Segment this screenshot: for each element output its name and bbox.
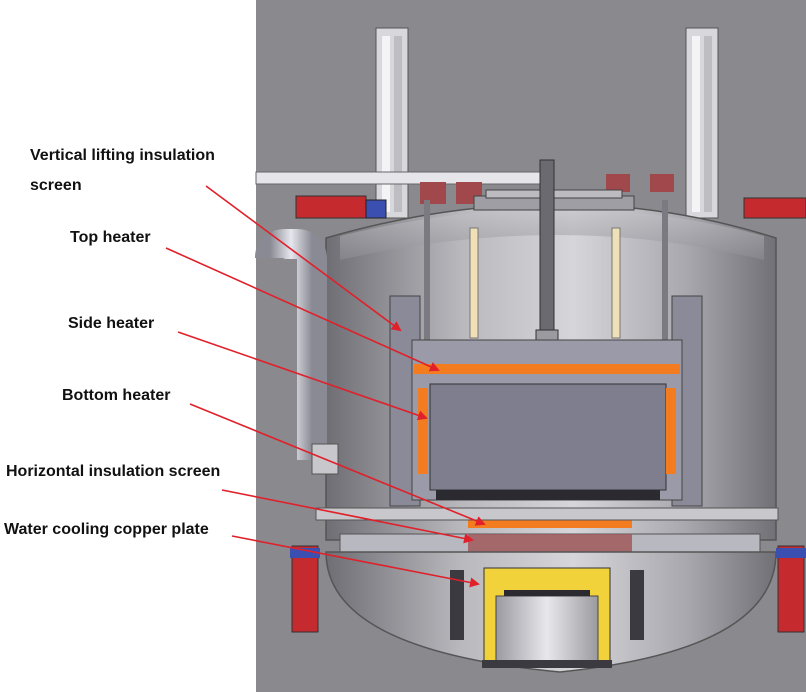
label-horizontal-insulation: Horizontal insulation screen bbox=[6, 463, 221, 480]
top-rail bbox=[255, 171, 547, 185]
label-water-cooling: Water cooling copper plate bbox=[4, 521, 209, 538]
lifting-column-right bbox=[685, 27, 719, 219]
arrow-water-cooling bbox=[231, 535, 480, 588]
arrow-vertical-lifting bbox=[205, 185, 402, 332]
annotation-arrows bbox=[165, 185, 486, 588]
motor-right bbox=[743, 197, 806, 219]
side-heater-right-element bbox=[666, 388, 676, 474]
water-cooling-copper-plate bbox=[468, 534, 632, 552]
arrow-top-heater bbox=[165, 247, 440, 372]
label-top-heater: Top heater bbox=[70, 229, 151, 246]
arrow-horizontal-insulation bbox=[221, 489, 474, 544]
side-heater-left-element bbox=[418, 388, 428, 474]
label-vertical-lifting-line1: Vertical lifting insulation bbox=[30, 147, 215, 164]
arrow-side-heater bbox=[177, 331, 428, 421]
top-heater-element bbox=[414, 364, 680, 374]
bottom-fittings bbox=[290, 545, 806, 633]
lifting-column-left bbox=[375, 27, 409, 219]
bottom-heater-element bbox=[468, 518, 632, 528]
crucible bbox=[429, 383, 667, 491]
vacuum-pipe bbox=[255, 229, 327, 460]
label-side-heater: Side heater bbox=[68, 315, 155, 332]
motor-left bbox=[295, 195, 387, 219]
arrow-bottom-heater bbox=[189, 403, 486, 526]
label-vertical-lifting-line2: screen bbox=[30, 177, 82, 194]
label-bottom-heater: Bottom heater bbox=[62, 387, 171, 404]
